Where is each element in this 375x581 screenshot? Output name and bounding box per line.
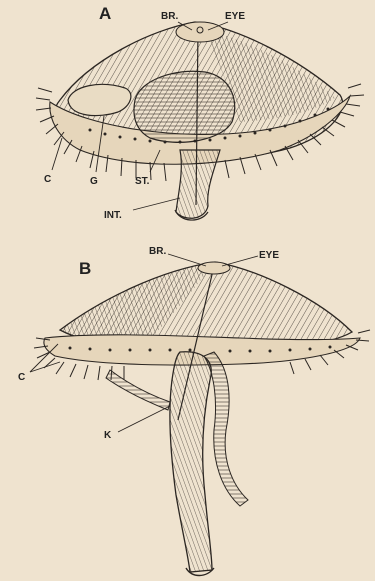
label-g-a: G — [90, 176, 98, 187]
gonad-a — [68, 84, 131, 115]
label-br-a: BR. — [161, 11, 178, 22]
figure-b-letter: B — [79, 259, 91, 278]
label-int-a: INT. — [104, 210, 122, 221]
label-eye-a: EYE — [225, 11, 245, 22]
stomach-a — [134, 71, 235, 142]
figure-b: B BR. EYE C K — [18, 246, 370, 576]
apex-b — [198, 262, 230, 274]
label-c-b: C — [18, 372, 25, 383]
label-k-b: K — [104, 430, 112, 441]
label-st-a: ST. — [135, 176, 150, 187]
manubrium-b — [170, 352, 212, 572]
manubrium-a — [176, 150, 220, 218]
label-c-a: C — [44, 174, 51, 185]
figure-a: A BR. EYE C G ST. INT. — [36, 4, 364, 221]
label-eye-b: EYE — [259, 250, 279, 261]
label-br-b: BR. — [149, 246, 166, 257]
canal-b-left — [106, 370, 170, 410]
figure-a-letter: A — [99, 4, 111, 23]
